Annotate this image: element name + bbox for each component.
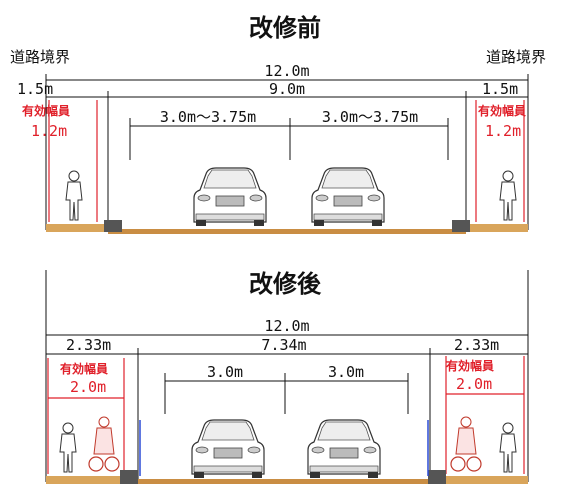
after-title: 改修後	[249, 270, 322, 298]
after-sidewalk-left	[46, 476, 138, 484]
before-effective-right: 1.2m	[485, 122, 521, 140]
after-car-right	[307, 419, 381, 479]
before-car-left	[193, 167, 267, 227]
after-wheelchair-user-left	[88, 416, 120, 472]
after-carriageway-width: 7.34m	[261, 336, 306, 354]
before-carriageway-width: 9.0m	[269, 80, 305, 98]
after-curb-left	[120, 470, 138, 484]
after-curb-right	[428, 470, 446, 484]
after-effective-left: 2.0m	[70, 378, 106, 396]
after-total-width: 12.0m	[264, 317, 309, 335]
after-effective-label-right: 有効幅員	[446, 358, 494, 373]
before-title: 改修前	[249, 14, 321, 42]
before-effective-label-left: 有効幅員	[22, 103, 70, 118]
before-side-left: 1.5m	[17, 80, 53, 98]
road-boundary-right-before: 道路境界	[486, 48, 546, 66]
after-effective-label-left: 有効幅員	[60, 361, 108, 376]
before-pedestrian-left	[65, 170, 83, 221]
before-curb-left	[104, 220, 122, 232]
after-effective-right: 2.0m	[456, 375, 492, 393]
after-wheelchair-user-right	[450, 416, 482, 472]
after-lane-left: 3.0m	[207, 363, 243, 381]
after-pedestrian-left	[59, 422, 77, 473]
before-road-surface	[108, 229, 466, 234]
after-car-left	[191, 419, 265, 479]
before-car-right	[311, 167, 385, 227]
before-lane-right: 3.0m～3.75m	[322, 108, 418, 126]
before-pedestrian-right	[499, 170, 517, 221]
before-total-width: 12.0m	[264, 62, 309, 80]
before-lane-left: 3.0m～3.75m	[160, 108, 256, 126]
after-road-surface	[138, 479, 430, 484]
after-side-left: 2.33m	[66, 336, 111, 354]
road-boundary-left-before: 道路境界	[10, 48, 70, 66]
after-sidewalk-right	[430, 476, 528, 484]
before-sidewalk-left	[46, 224, 108, 232]
before-sidewalk-right	[466, 224, 528, 232]
after-pedestrian-right	[499, 422, 517, 473]
before-effective-label-right: 有効幅員	[478, 103, 526, 118]
before-side-right: 1.5m	[482, 80, 518, 98]
after-lane-right: 3.0m	[328, 363, 364, 381]
after-side-right: 2.33m	[454, 336, 499, 354]
before-curb-right	[452, 220, 470, 232]
